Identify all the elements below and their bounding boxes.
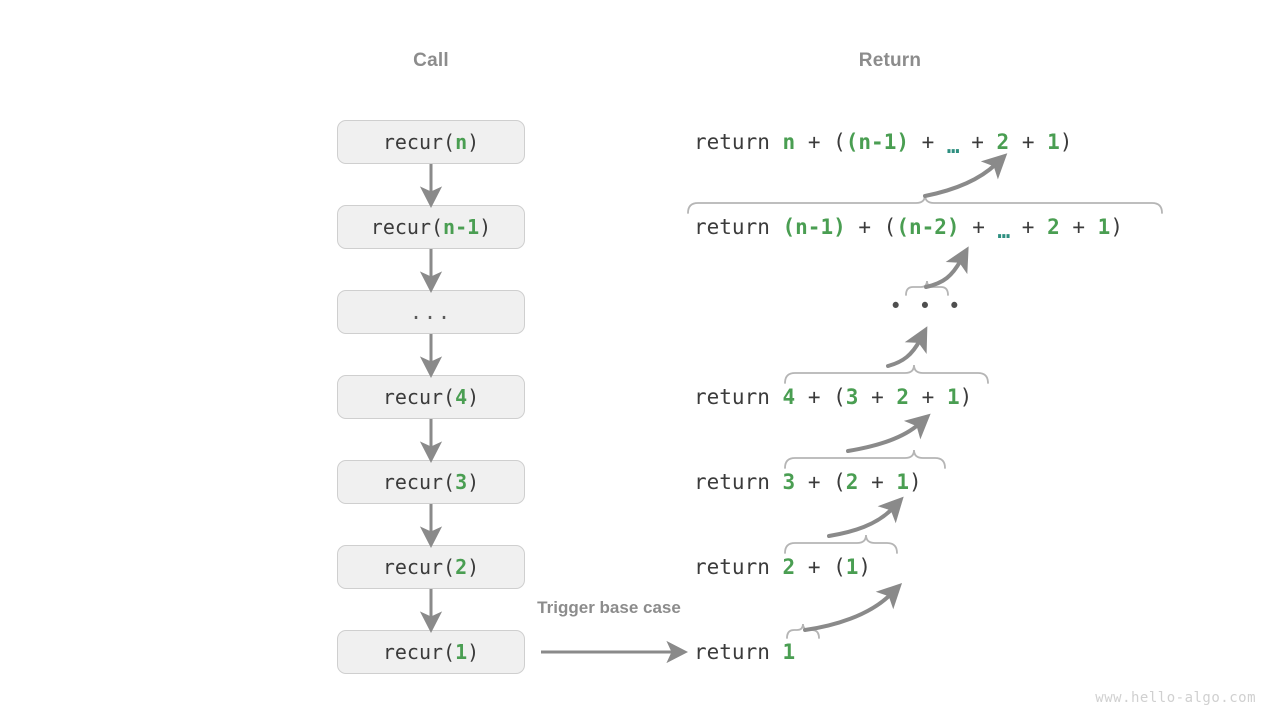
return-token-dark-6: ) [909,470,922,494]
return-token-green-9: 1 [1097,215,1111,239]
return-arrow-4-to-mid [886,326,928,368]
return-keyword: return [694,470,783,494]
return-token-green-7: 2 [996,130,1010,154]
return-token-green-5: 1 [896,470,910,494]
return-token-dark-1: + [795,385,834,409]
return-token-dark-2: ( [833,385,846,409]
call-argument: 4 [455,385,468,409]
call-argument: n-1 [443,215,480,239]
return-token-green-5: 2 [896,385,910,409]
return-token-dark-4: + [858,385,897,409]
return-token-dark-10: ) [1110,215,1123,239]
return-token-dark-1: + [845,215,884,239]
column-header-return: Return [858,50,922,71]
return-token-teal-5: … [946,134,960,158]
call-fn-name: recur( [370,215,444,239]
return-middle-ellipsis: • • • [889,294,963,318]
call-box-recur-n-1: recur(n-1) [337,205,525,249]
brace-over-middle-ellipsis [905,280,949,296]
return-token-dark-4: + [908,130,947,154]
call-box-ellipsis: ... [337,290,525,334]
return-line-return-n: return n + ((n-1) + … + 2 + 1) [694,125,1072,159]
return-keyword: return [694,130,783,154]
return-token-dark-2: ( [883,215,897,239]
watermark: www.hello-algo.com [1095,690,1256,706]
return-token-dark-1: + [795,130,834,154]
call-box-recur-3: recur(3) [337,460,525,504]
return-token-dark-2: ( [833,470,846,494]
call-box-recur-4: recur(4) [337,375,525,419]
return-line-return-2: return 2 + (1) [694,550,871,584]
return-token-dark-4: + [858,470,897,494]
return-token-dark-2: ( [833,130,846,154]
return-keyword: return [694,555,783,579]
call-argument: n [455,130,468,154]
call-argument: 3 [455,470,468,494]
return-token-green-9: 1 [1047,130,1060,154]
return-token-dark-6: + [909,385,947,409]
return-token-dark-1: + [795,470,834,494]
return-token-green-3: 1 [845,555,859,579]
return-token-green-7: 2 [1047,215,1060,239]
return-arrow-mid-to-n-1 [924,246,969,289]
return-token-dark-2: ( [833,555,846,579]
return-token-dark-10: ) [1059,130,1073,154]
return-token-green-0: (n-1) [782,215,846,239]
return-token-dark-4: ) [858,555,872,579]
return-keyword: return [694,385,783,409]
return-arrow-2-to-3 [827,496,904,538]
call-box-recur-2: recur(2) [337,545,525,589]
call-paren-close: ) [467,130,480,154]
return-line-return-3: return 3 + (2 + 1) [694,465,922,499]
return-token-dark-8: + [1009,130,1048,154]
return-token-green-7: 1 [946,385,960,409]
call-argument: 2 [455,555,468,579]
return-token-dark-8: + [1059,215,1098,239]
call-paren-close: ) [467,640,480,664]
return-token-dark-1: + [795,555,834,579]
call-fn-name: recur( [382,640,456,664]
return-token-teal-5: … [997,219,1010,243]
call-box-recur-1: recur(1) [337,630,525,674]
return-token-green-0: 4 [782,385,796,409]
column-header-call: Call [413,50,449,71]
return-keyword: return [694,215,783,239]
return-token-dark-4: + [959,215,998,239]
return-token-green-0: 3 [782,470,796,494]
return-arrow-n-1-to-n [923,153,1008,198]
call-box-ellipsis-text: ... [409,300,453,324]
call-fn-name: recur( [382,130,456,154]
return-token-green-0: n [782,130,796,154]
return-token-green-0: 1 [782,640,796,664]
return-token-green-0: 2 [782,555,796,579]
return-token-green-3: 3 [845,385,859,409]
return-token-dark-6: + [1009,215,1048,239]
return-token-green-3: (n-2) [896,215,960,239]
call-fn-name: recur( [382,385,456,409]
return-line-return-n-1: return (n-1) + ((n-2) + … + 2 + 1) [694,210,1123,244]
call-box-recur-n: recur(n) [337,120,525,164]
return-token-green-3: 2 [845,470,859,494]
return-arrow-3-to-4 [846,413,931,453]
return-token-dark-6: + [958,130,997,154]
call-fn-name: recur( [382,555,456,579]
return-arrow-1-to-2 [803,582,903,632]
return-token-green-3: (n-1) [845,130,909,154]
call-paren-close: ) [479,215,492,239]
return-line-return-4: return 4 + (3 + 2 + 1) [694,380,972,414]
return-keyword: return [694,640,783,664]
return-token-dark-8: ) [959,385,973,409]
call-fn-name: recur( [382,470,456,494]
call-paren-close: ) [467,385,480,409]
call-paren-close: ) [467,470,480,494]
trigger-base-case-label: Trigger base case [537,598,681,617]
return-line-return-1: return 1 [694,635,795,669]
call-argument: 1 [455,640,468,664]
call-paren-close: ) [467,555,480,579]
